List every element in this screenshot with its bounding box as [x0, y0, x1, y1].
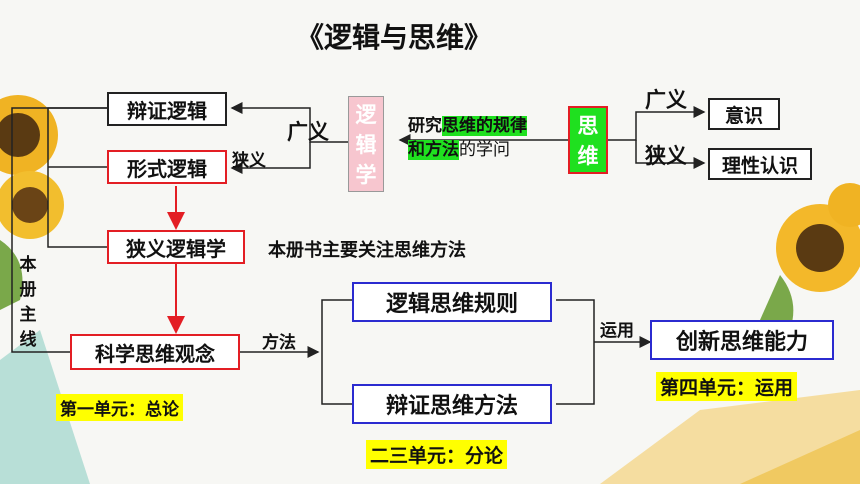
unit-23-tag: 二三单元：分论 — [366, 440, 508, 469]
narrow-logic-label: 狭义逻辑学 — [126, 236, 226, 261]
scientific-thinking-box: 科学思维观念 — [70, 334, 240, 370]
definition-prefix: 研究 — [408, 116, 442, 136]
definition-highlight-2: 和方法 — [408, 140, 459, 160]
thinking-char-1: 思 — [577, 114, 599, 138]
main-line-char-2: 册 — [19, 280, 37, 300]
scientific-thinking-label: 科学思维观念 — [95, 341, 215, 366]
apply-label: 运用 — [600, 321, 634, 341]
logic-char-3: 学 — [355, 163, 377, 187]
method-label: 方法 — [262, 333, 296, 353]
page-title: 《逻辑与思维》 — [296, 21, 493, 54]
unit-1-tag: 第一单元：总论 — [56, 394, 183, 421]
dialectical-methods-box: 辩证思维方法 — [352, 384, 552, 424]
formal-logic-label: 形式逻辑 — [127, 156, 207, 181]
consciousness-label: 意识 — [724, 104, 763, 127]
logic-rules-box: 逻辑思维规则 — [352, 282, 552, 322]
dialectical-logic-label: 辩证逻辑 — [127, 98, 207, 123]
definition-suffix: 的学问 — [459, 140, 510, 160]
focus-note: 本册书主要关注思维方法 — [268, 240, 466, 261]
logic-char-1: 逻 — [355, 103, 377, 127]
main-line-char-3: 主 — [19, 305, 37, 325]
rational-cognition-label: 理性认识 — [721, 154, 798, 177]
unit-4-tag: 第四单元：运用 — [656, 372, 798, 401]
definition-text: 研究思维的规律 和方法的学问 — [408, 114, 527, 162]
narrow-logic-box: 狭义逻辑学 — [107, 230, 245, 264]
right-narrow-label: 狭义 — [645, 144, 687, 168]
consciousness-box: 意识 — [708, 98, 780, 130]
formal-logic-box: 形式逻辑 — [107, 150, 227, 184]
left-narrow-label: 狭义 — [232, 151, 266, 171]
right-broad-label: 广义 — [645, 88, 687, 112]
thinking-box: 思 维 — [568, 106, 608, 174]
logic-rules-label: 逻辑思维规则 — [385, 292, 518, 317]
logic-box: 逻 辑 学 — [348, 96, 384, 192]
innovation-label: 创新思维能力 — [675, 330, 808, 355]
thinking-char-2: 维 — [577, 144, 599, 168]
dialectical-logic-box: 辩证逻辑 — [107, 92, 227, 126]
sunflower-right-icon — [760, 183, 860, 330]
left-broad-label: 广义 — [287, 120, 329, 144]
rational-cognition-box: 理性认识 — [708, 148, 812, 180]
main-line-label: 本 册 主 线 — [16, 255, 40, 350]
logic-char-2: 辑 — [355, 133, 377, 157]
definition-highlight-1: 思维的规律 — [442, 116, 527, 136]
main-line-char-1: 本 — [19, 255, 37, 275]
main-line-char-4: 线 — [19, 330, 37, 350]
dialectical-methods-label: 辩证思维方法 — [385, 394, 518, 419]
innovation-box: 创新思维能力 — [650, 320, 834, 360]
